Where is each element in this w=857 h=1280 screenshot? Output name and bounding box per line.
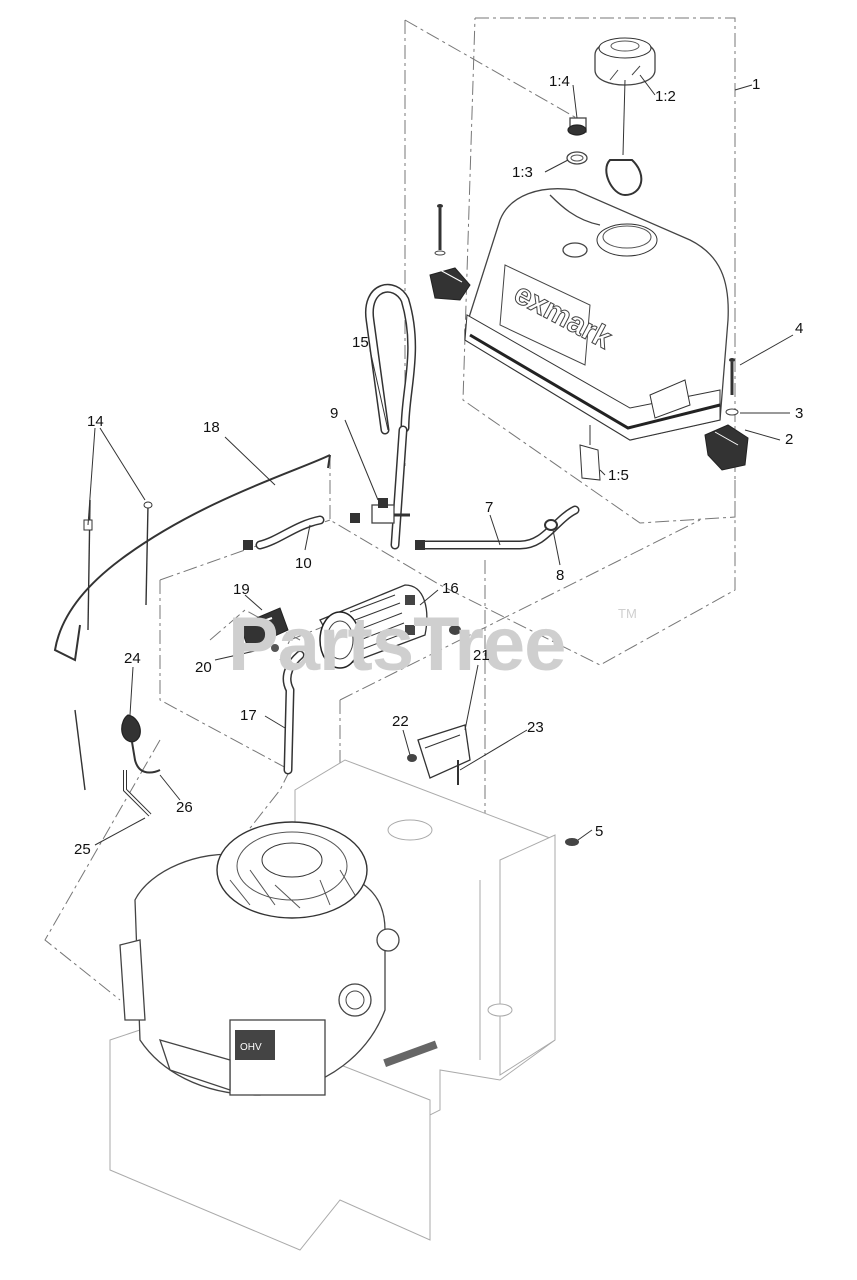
callout-1-5: 1:5 (608, 467, 629, 484)
callout-24: 24 (124, 650, 141, 667)
mount-bracket (407, 724, 579, 846)
callout-3: 3 (795, 405, 803, 422)
callout-leaders (87, 74, 794, 846)
watermark-trademark: TM (618, 606, 637, 621)
canister-bracket (239, 607, 461, 652)
callout-8: 8 (556, 567, 564, 584)
callout-20: 20 (195, 659, 212, 676)
callout-1: 1 (752, 76, 760, 93)
watermark-text: PartsTree (228, 602, 565, 687)
engine: OHV (119, 821, 400, 1096)
tank-mount-hardware (429, 204, 749, 471)
callout-1-2: 1:2 (655, 88, 676, 105)
callout-5: 5 (595, 823, 603, 840)
callout-labels: 1 1:2 1:3 1:4 1:5 2 3 4 5 7 8 9 10 14 15… (74, 73, 803, 858)
fuel-tank: exmark (464, 188, 729, 441)
callout-23: 23 (527, 719, 544, 736)
callout-22: 22 (392, 713, 409, 730)
callout-25: 25 (74, 841, 91, 858)
callout-14: 14 (87, 413, 104, 430)
shutoff-valve (371, 498, 410, 524)
cap-tether (605, 79, 643, 197)
callout-26: 26 (176, 799, 193, 816)
callout-1-4: 1:4 (549, 73, 570, 90)
fuel-lines (53, 283, 580, 775)
callout-16: 16 (442, 580, 459, 597)
svg-text:OHV: OHV (240, 1042, 262, 1053)
callout-9: 9 (330, 405, 338, 422)
callout-18: 18 (203, 419, 220, 436)
callout-10: 10 (295, 555, 312, 572)
watermark: PartsTree TM (228, 602, 637, 687)
hose-clamps (243, 425, 601, 550)
grommet-and-vent (566, 117, 588, 165)
callout-2: 2 (785, 431, 793, 448)
callout-21: 21 (473, 647, 490, 664)
callout-19: 19 (233, 581, 250, 598)
callout-7: 7 (485, 499, 493, 516)
callout-4: 4 (795, 320, 803, 337)
charcoal-canister (319, 584, 428, 669)
callout-17: 17 (240, 707, 257, 724)
fuel-cap (594, 37, 656, 86)
callout-1-3: 1:3 (512, 164, 533, 181)
callout-15: 15 (352, 334, 369, 351)
cable-ties-and-controls (74, 499, 161, 817)
